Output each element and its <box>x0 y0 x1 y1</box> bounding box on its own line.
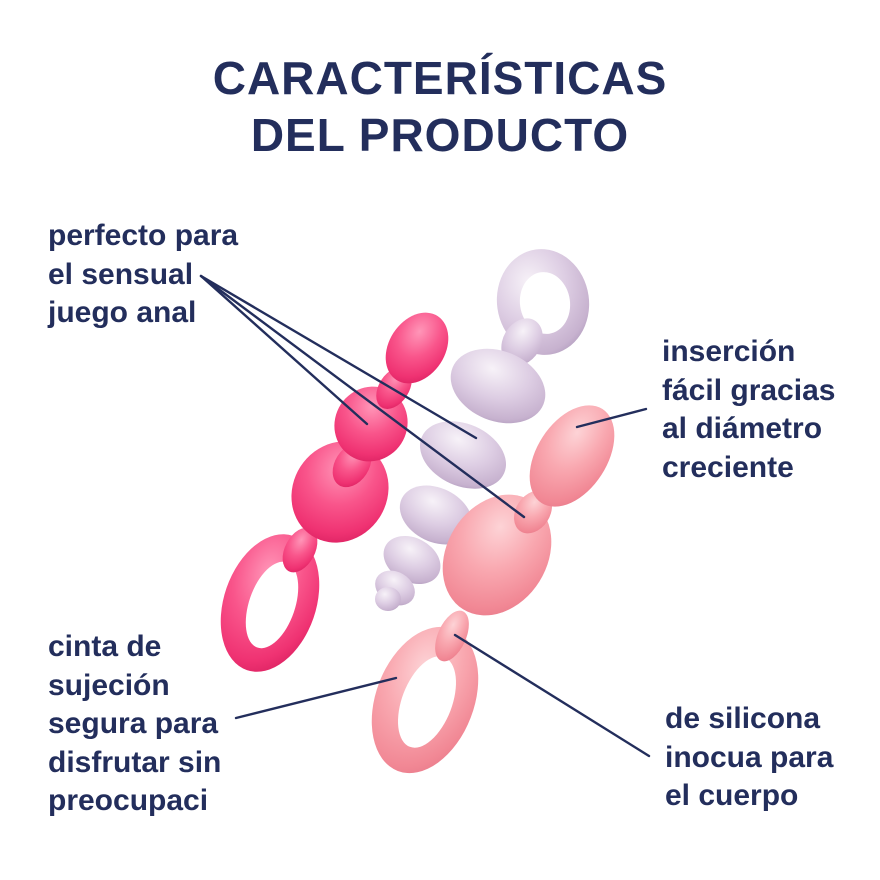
annotation-strap: cinta de sujeción segura para disfrutar … <box>48 628 221 821</box>
annotation-text-line: fácil gracias <box>662 373 836 407</box>
annotation-text-line: preocupaci <box>48 784 209 817</box>
annotation-text-line: perfecto para <box>48 219 239 252</box>
callout-line-anal-play-1 <box>199 274 369 426</box>
page-title: CARACTERÍSTICAS DEL PRODUCTO <box>0 50 880 164</box>
product-pink-beaded-plug <box>220 312 449 672</box>
callout-line-anal-play-3 <box>199 274 526 519</box>
annotation-text-line: juego anal <box>48 296 197 329</box>
annotation-text-line: sujeción <box>48 668 170 702</box>
annotation-insertion: inserción fácil gracias al diámetro crec… <box>662 333 835 487</box>
annotation-silicone: de silicona inocua para el cuerpo <box>665 700 833 816</box>
product-salmon-bulb-plug <box>371 405 615 774</box>
annotation-text-line: al diámetro <box>662 412 823 445</box>
callout-line-anal-play-2 <box>199 274 478 440</box>
annotation-text-line: creciente <box>662 450 794 484</box>
page-title-line1: CARACTERÍSTICAS <box>212 52 668 104</box>
annotation-text-line: inocua para <box>665 740 834 774</box>
annotation-text-line: segura para <box>48 707 219 740</box>
annotation-text-line: el sensual <box>48 257 194 291</box>
annotation-text-line: disfrutar sin <box>48 745 222 779</box>
annotation-text-line: cinta de <box>48 630 162 663</box>
annotation-anal-play: perfecto para el sensual juego anal <box>48 217 238 333</box>
annotation-text-line: inserción <box>662 335 796 368</box>
callout-line-strap <box>234 676 398 720</box>
callout-lines <box>199 274 651 758</box>
annotation-text-line: de silicona <box>665 702 821 735</box>
annotation-text-line: el cuerpo <box>665 779 799 812</box>
callout-line-insertion <box>575 407 648 429</box>
page-title-line2: DEL PRODUCTO <box>250 109 630 161</box>
callout-line-silicone <box>453 633 651 758</box>
